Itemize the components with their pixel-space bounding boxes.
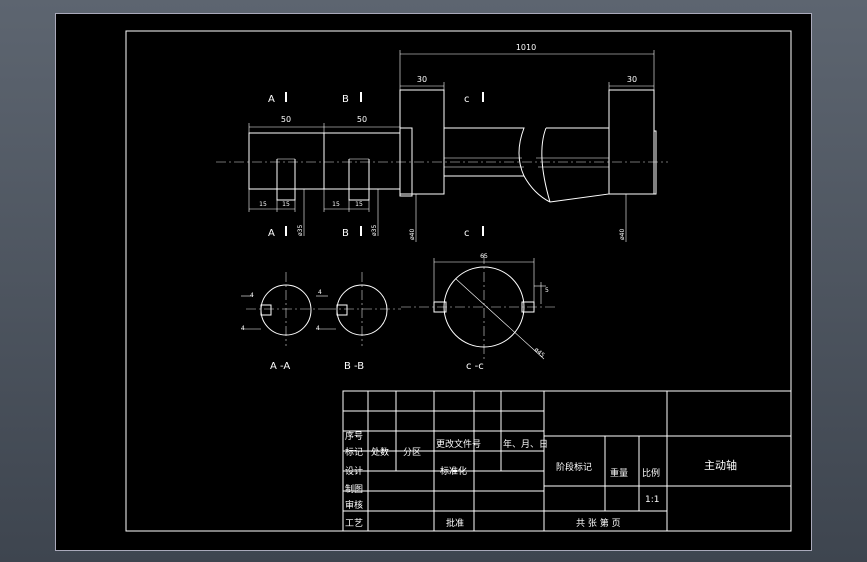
shaft-main-view: 1010 30 30 50 50 15 15 15 15 ø35 ø35: [216, 43, 668, 242]
tb-seq: 序号: [345, 430, 363, 442]
dim-overall-length: 1010: [516, 43, 536, 52]
tb-sheets: 共 张 第 页: [576, 517, 621, 529]
dim-left-collar: 30: [417, 75, 427, 84]
tb-drafting: 制图: [345, 483, 363, 495]
tb-approve: 批准: [446, 517, 464, 529]
section-mark-c-top: c: [464, 94, 470, 105]
tb-standardize: 标准化: [440, 465, 467, 477]
dim-dia-a: ø35: [297, 225, 304, 236]
section-label-cc: c -c: [466, 361, 484, 372]
dim-sec-c-depth: 5: [545, 287, 549, 294]
tb-weight: 重量: [610, 467, 628, 479]
dim-sec-c-dia: ø45: [533, 346, 546, 359]
cad-viewport[interactable]: 1010 30 30 50 50 15 15 15 15 ø35 ø35: [55, 13, 812, 551]
tb-design: 设计: [345, 465, 363, 477]
dim-right-collar: 30: [627, 75, 637, 84]
section-mark-a-bottom: A: [268, 228, 275, 239]
tb-mark: 标记: [345, 446, 363, 458]
tb-scale: 比例: [642, 467, 660, 479]
title-block: 序号 标记 处数 分区 更改文件号 年、月、日 设计 标准化 制图 审核 工艺 …: [342, 390, 792, 532]
dim-key-a-2: 15: [282, 201, 290, 208]
dim-dia-b: ø35: [371, 225, 378, 236]
section-label-bb: B -B: [344, 361, 364, 372]
tb-review: 审核: [345, 499, 363, 511]
dim-key-depth-b: 4: [316, 325, 320, 332]
section-mark-b-bottom: B: [342, 228, 349, 239]
dim-dia-right: ø40: [619, 229, 626, 240]
tb-change-doc: 更改文件号: [436, 438, 481, 450]
section-mark-c-bottom: c: [464, 228, 470, 239]
tb-count: 处数: [371, 446, 389, 458]
dim-dia-left: ø40: [409, 229, 416, 240]
section-view-aa: 4 4 A -A: [241, 272, 326, 372]
dim-seg-a: 50: [281, 115, 291, 124]
drawing-canvas: 1010 30 30 50 50 15 15 15 15 ø35 ø35: [125, 30, 792, 532]
section-view-cc: 65 5 ø45 c -c: [401, 253, 556, 372]
section-mark-b-top: B: [342, 94, 349, 105]
tb-part-name: 主动轴: [704, 458, 737, 472]
dim-seg-b: 50: [357, 115, 367, 124]
dim-key-width-a: 4: [250, 292, 254, 299]
tb-stage-mark: 阶段标记: [556, 461, 592, 473]
section-view-bb: 4 4 B -B: [316, 272, 401, 372]
tb-process: 工艺: [345, 518, 363, 529]
dim-sec-c-width: 65: [480, 253, 488, 260]
tb-date: 年、月、日: [503, 438, 548, 450]
tb-zone: 分区: [403, 447, 421, 458]
dim-key-a-1: 15: [259, 201, 267, 208]
dim-key-width-b: 4: [318, 289, 322, 296]
dim-key-b-1: 15: [332, 201, 340, 208]
dim-key-b-2: 15: [355, 201, 363, 208]
tb-scale-value: 1:1: [645, 495, 659, 505]
dim-key-depth-a: 4: [241, 325, 245, 332]
section-label-aa: A -A: [270, 361, 290, 372]
section-mark-a-top: A: [268, 94, 275, 105]
